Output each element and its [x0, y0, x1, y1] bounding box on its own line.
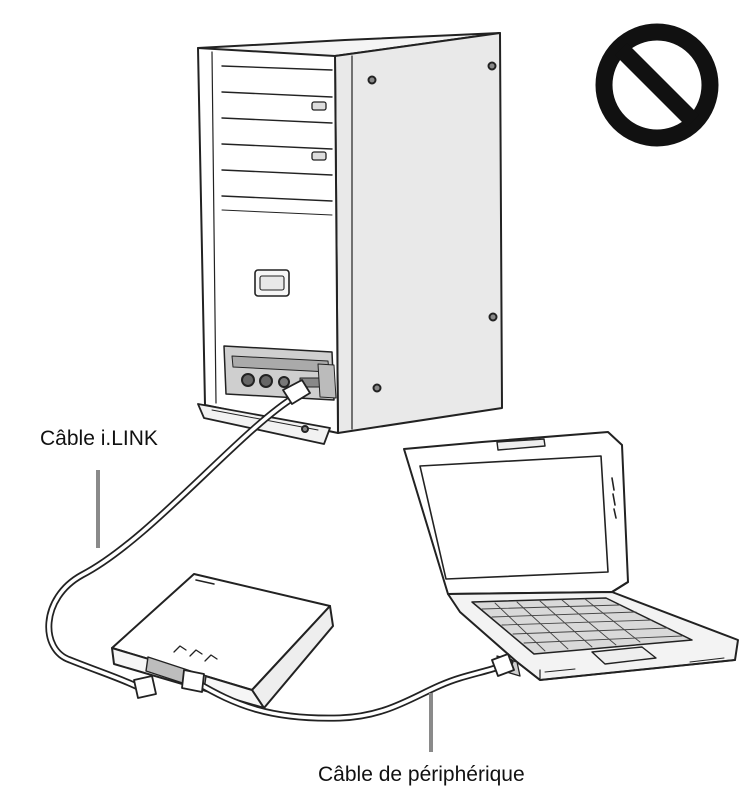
desktop-tower-icon	[197, 32, 503, 445]
callout-leaders	[96, 470, 433, 752]
cables	[45, 379, 515, 722]
ilink-cable-label: Câble i.LINK	[40, 427, 158, 450]
prohibited-icon	[595, 23, 719, 147]
peripheral-cable-label: Câble de périphérique	[318, 763, 525, 786]
laptop-icon	[403, 431, 739, 681]
